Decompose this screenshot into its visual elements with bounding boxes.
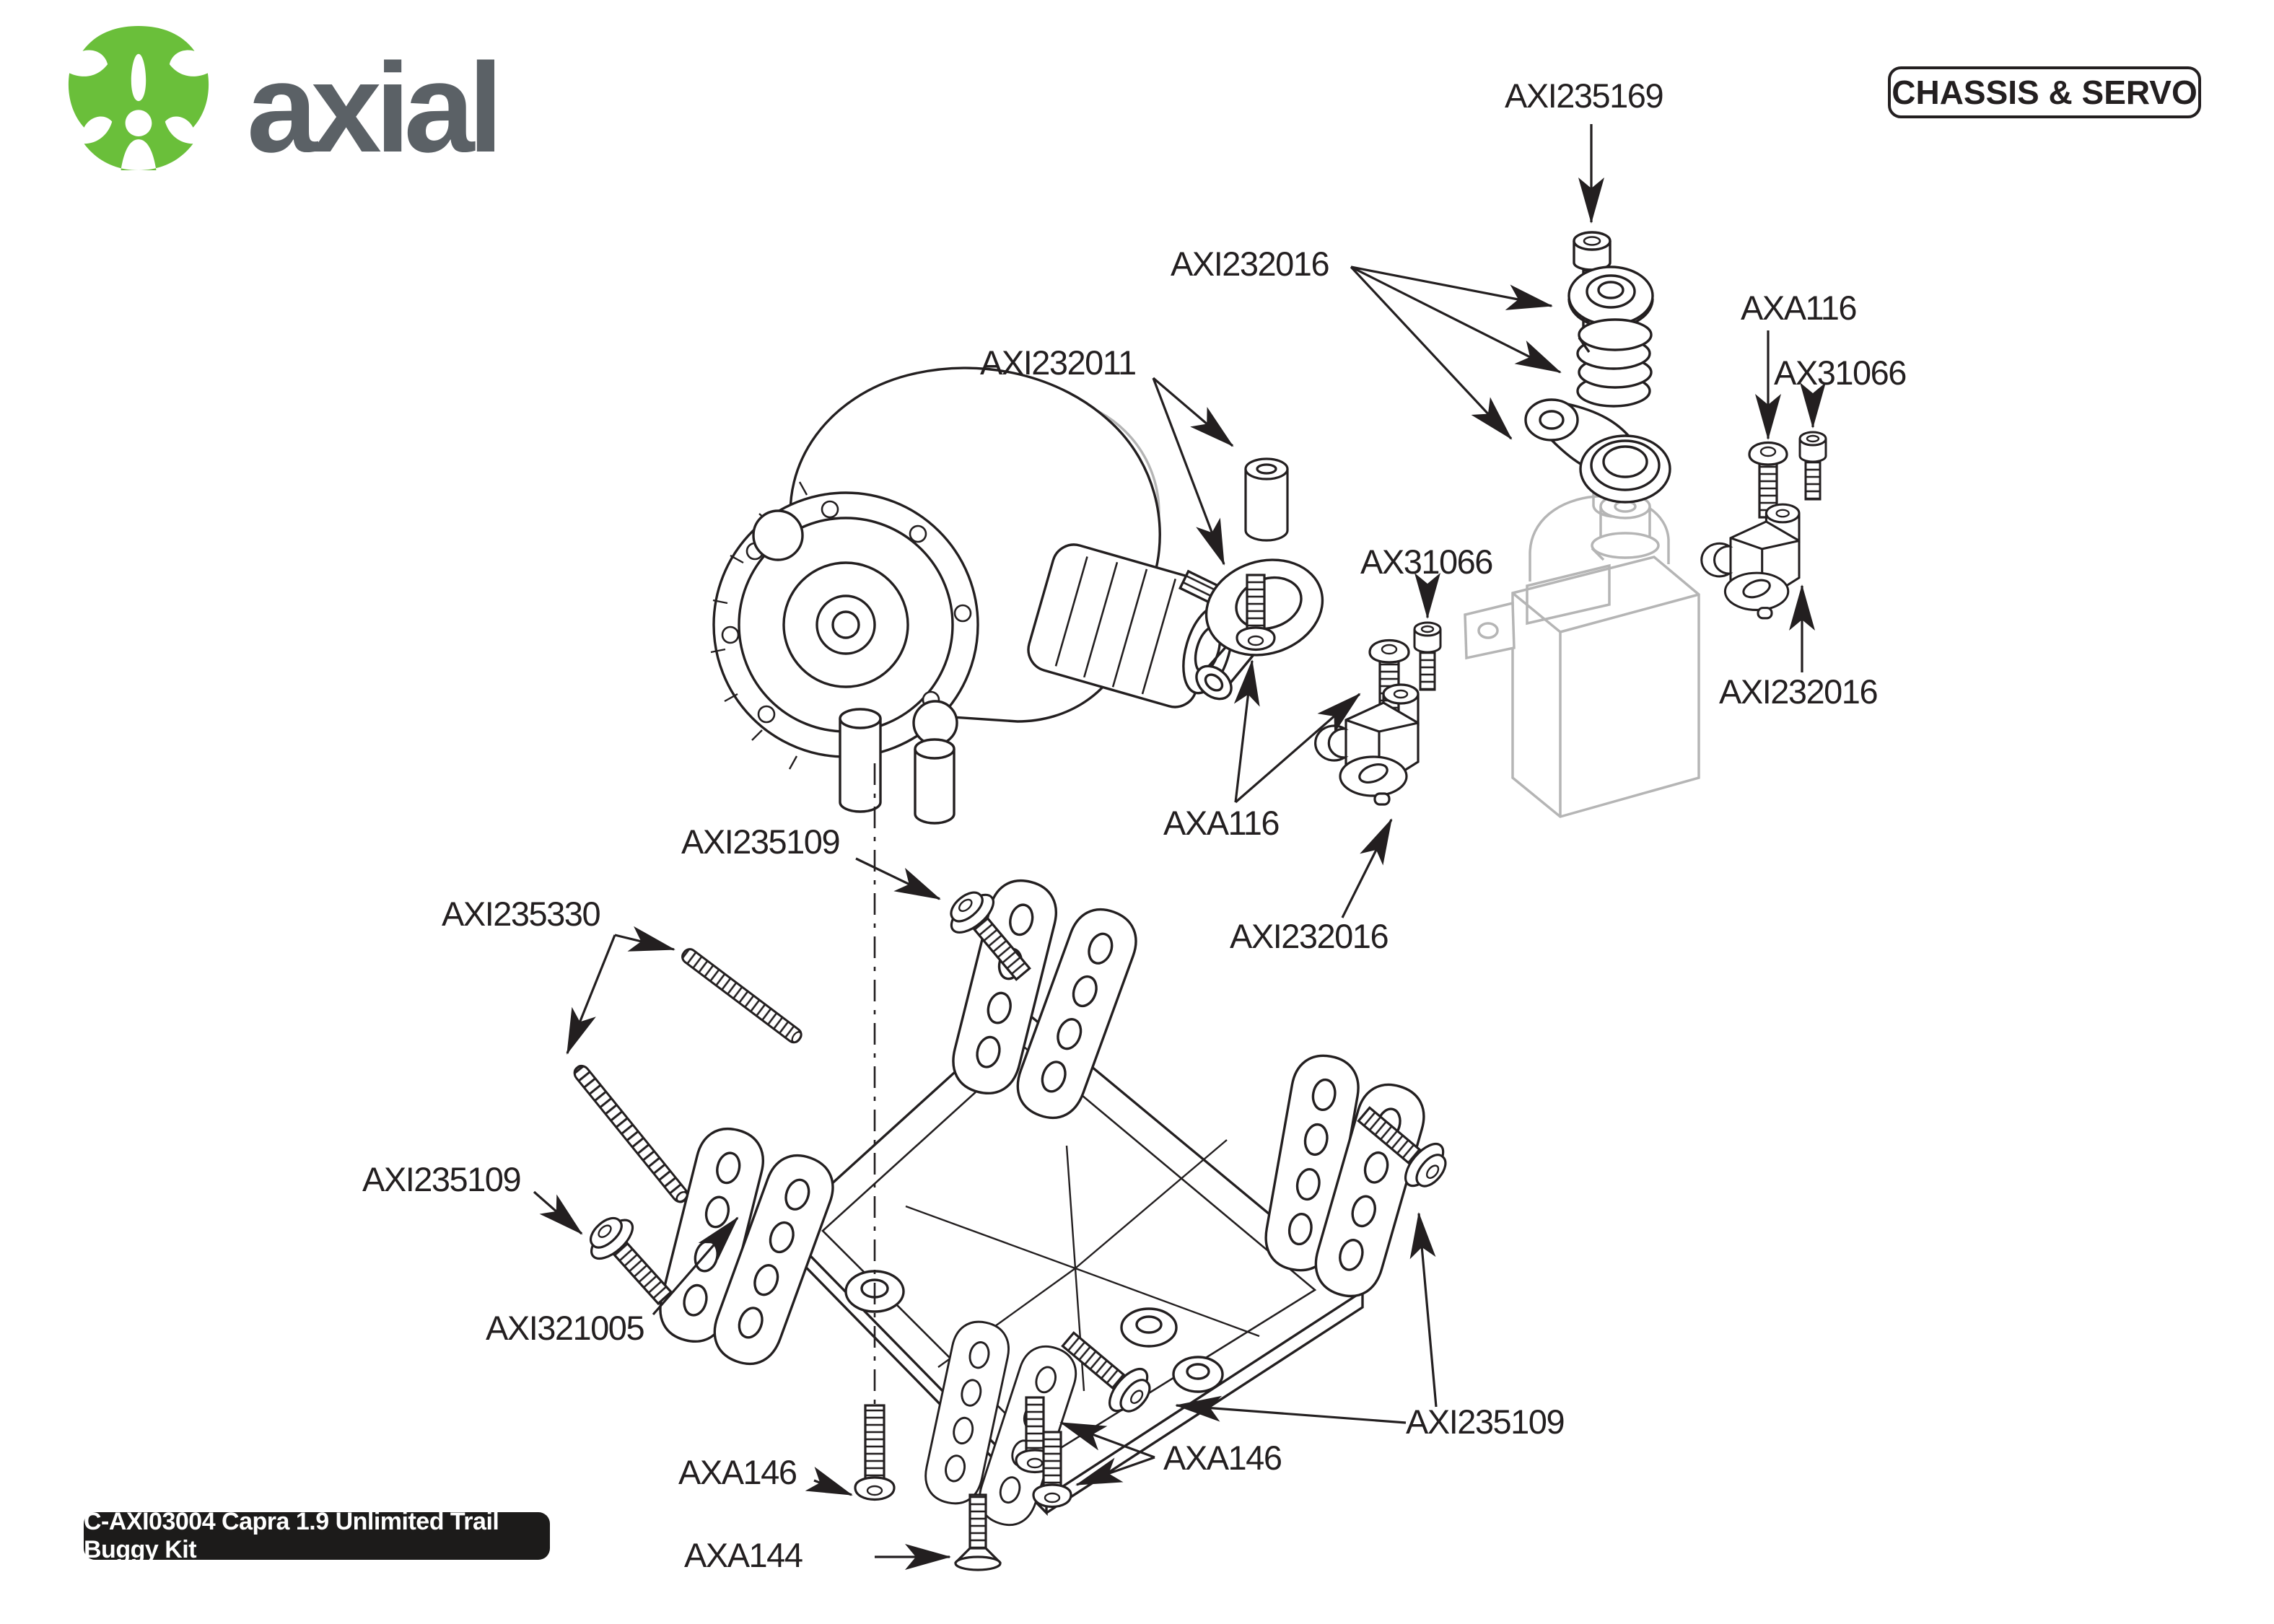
threaded-rod-1	[678, 945, 805, 1046]
callout-axi232016-top: AXI232016	[1171, 245, 1330, 283]
section-title-box: CHASSIS & SERVO	[1888, 66, 2201, 118]
horn-washer	[1567, 265, 1654, 329]
callout-axa146-right: AXA146	[1163, 1439, 1282, 1477]
brand-logo: axial	[55, 25, 503, 179]
callout-ax31066-right: AX31066	[1774, 354, 1907, 392]
callout-axi235330: AXI235330	[442, 895, 601, 933]
callout-arrows	[533, 124, 1826, 1570]
callout-axi235109-bottom: AXI235109	[1406, 1403, 1565, 1441]
callout-axa116-mid: AXA116	[1163, 804, 1280, 842]
callout-ax31066-mid: AX31066	[1360, 543, 1493, 581]
link-bushing	[1244, 457, 1289, 542]
chassis-frame	[652, 872, 1433, 1533]
servo-mount-mid	[1314, 683, 1420, 806]
callout-axi232016-right: AXI232016	[1719, 672, 1879, 711]
kit-label: C-AXI03004 Capra 1.9 Unlimited Trail Bug…	[84, 1508, 499, 1563]
callout-axa146-left: AXA146	[678, 1453, 797, 1491]
servo-horn	[1524, 398, 1671, 504]
callout-axi232011: AXI232011	[980, 343, 1137, 382]
callout-axi235109-left: AXI235109	[362, 1160, 522, 1198]
brand-wordmark: axial	[247, 38, 503, 179]
axial-emblem-icon	[68, 26, 209, 170]
output-shafts	[839, 708, 955, 825]
servo-mount-right	[1700, 503, 1801, 620]
callout-axa116-right: AXA116	[1741, 289, 1857, 327]
mid-cap-screw	[1413, 621, 1442, 691]
callout-axi235169: AXI235169	[1505, 76, 1664, 115]
skid-screw-left	[854, 1404, 896, 1501]
callout-axa144: AXA144	[684, 1536, 803, 1574]
servo-saver-spring	[1576, 318, 1653, 408]
callout-axi232016-mid: AXI232016	[1230, 917, 1389, 955]
threaded-rod-2	[570, 1062, 691, 1206]
servo	[1464, 468, 1700, 818]
section-title: CHASSIS & SERVO	[1892, 74, 2198, 111]
servo-saver-cam	[1591, 493, 1660, 561]
callout-axi321005: AXI321005	[486, 1309, 645, 1347]
transmission-assembly	[710, 367, 1235, 825]
cross-brace	[905, 1139, 1260, 1392]
right-cap-screw	[1798, 431, 1827, 501]
kit-badge: C-AXI03004 Capra 1.9 Unlimited Trail Bug…	[84, 1508, 550, 1563]
callout-axi235109-top: AXI235109	[681, 822, 841, 861]
